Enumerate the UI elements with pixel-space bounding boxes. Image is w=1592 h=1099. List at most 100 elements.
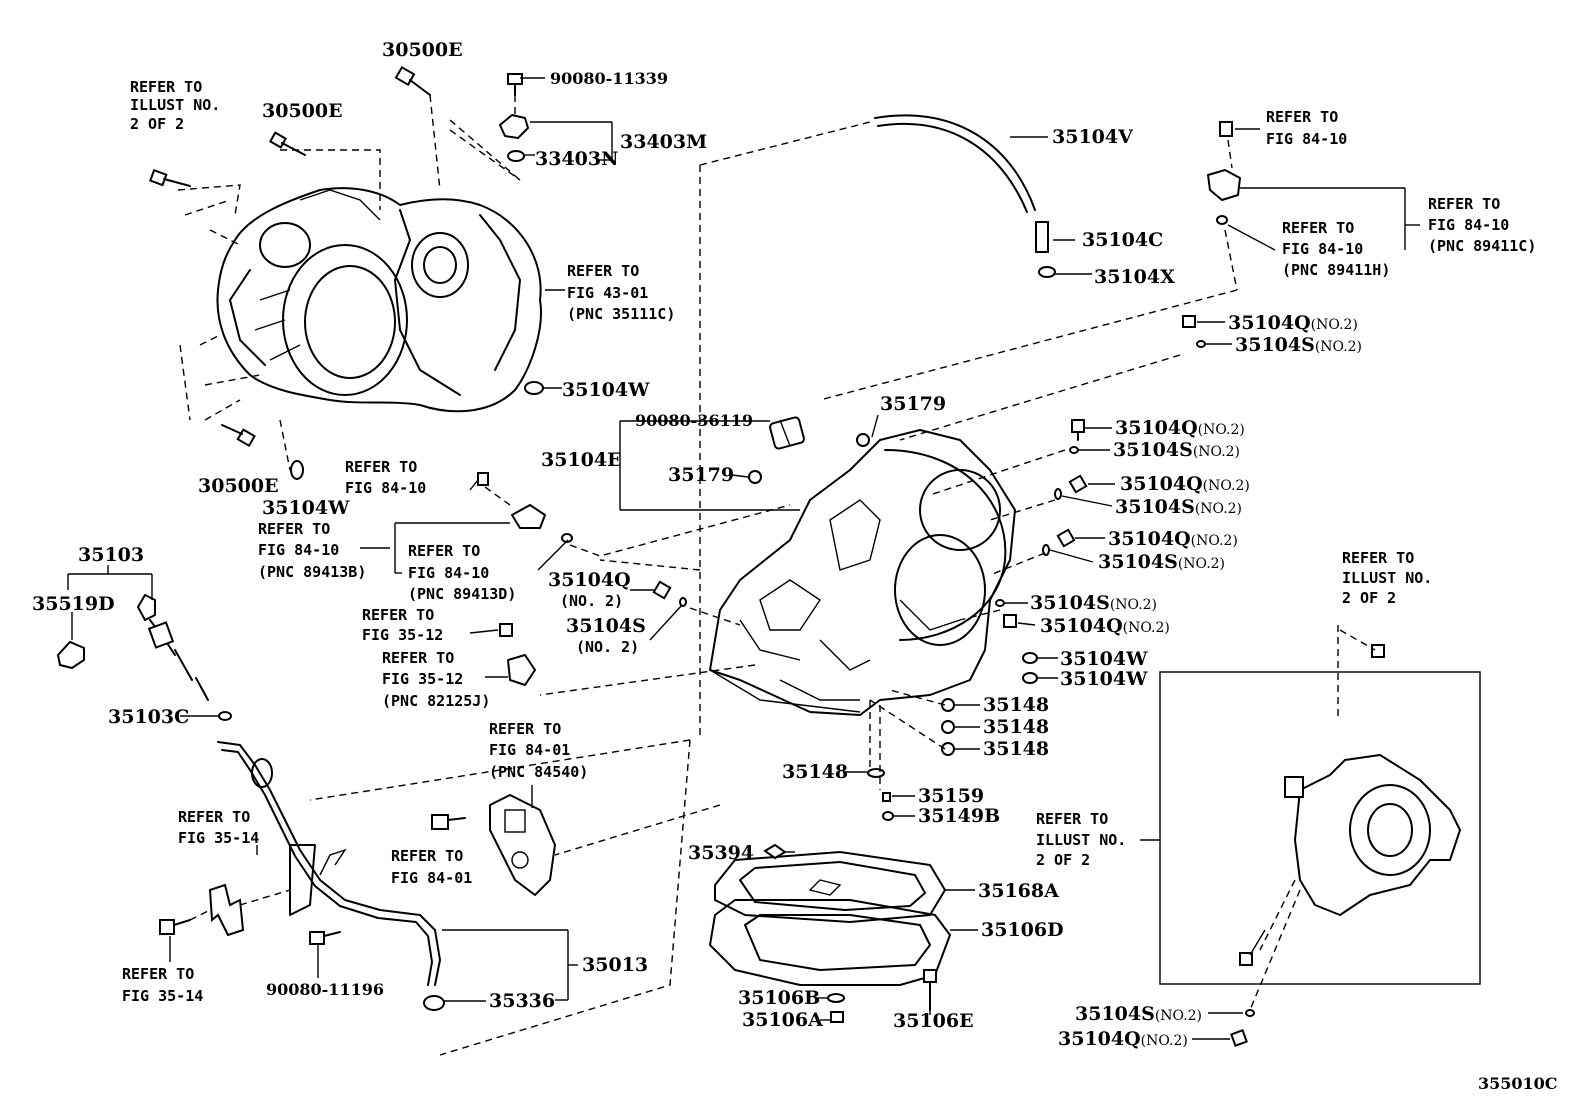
plug-35104W-b [290, 460, 304, 480]
label-ref8410-b3: (PNC 89411H) [1282, 261, 1390, 279]
label-35336: 35336 [489, 990, 555, 1012]
label-35104S-3: 35104S(NO.2) [1115, 496, 1242, 518]
label-ref8401-b2: FIG 84-01 [391, 869, 472, 887]
label-ref8410-f1: REFER TO [408, 542, 480, 560]
label-35013: 35013 [582, 954, 648, 976]
case-guide-lines-right [689, 354, 1181, 626]
label-30500E-left: 30500E [262, 100, 343, 122]
routing-dashed-lines [309, 121, 871, 1056]
label-ref8410-c2: FIG 84-10 [1428, 216, 1509, 234]
gasket-35148-d [867, 768, 885, 778]
plug-35179-b [748, 470, 762, 484]
label-35106D: 35106D [981, 919, 1064, 941]
label-ref8410-d2: FIG 84-10 [345, 479, 426, 497]
housing-guide-lines [177, 94, 521, 471]
gasket-35148-a [941, 698, 955, 712]
label-35148-b: 35148 [983, 716, 1049, 738]
bolt-30500E-left [268, 131, 306, 156]
label-35104Q-2: 35104Q(NO.2) [1115, 417, 1245, 439]
breather-hose-35104V [874, 114, 1056, 278]
bolt-35104Q-3 [1054, 474, 1088, 500]
label-35104Q-6: 35104Q [548, 569, 631, 591]
oil-cooler-pipe-35013 [217, 741, 445, 1011]
label-35104S-6: 35104S [566, 615, 646, 637]
label-30500E-bottom: 30500E [198, 475, 279, 497]
label-ref8401-a1: REFER TO [489, 720, 561, 738]
label-35104W-a: 35104W [562, 379, 650, 401]
label-35394: 35394 [688, 842, 754, 864]
label-refer-43-c: (PNC 35111C) [567, 305, 675, 323]
label-35148-c: 35148 [983, 738, 1049, 760]
label-35104Q-5: 35104Q(NO.2) [1040, 615, 1170, 637]
plug-35104W-d [1022, 672, 1038, 684]
label-35148-a: 35148 [983, 694, 1049, 716]
label-ref8410-e1: REFER TO [258, 520, 330, 538]
label-35103C: 35103C [108, 706, 189, 728]
bolt-90080-11196 [309, 931, 341, 945]
label-ref8410-a2: FIG 84-10 [1266, 130, 1347, 148]
reference-box-illust-2 [1159, 625, 1481, 1011]
bolt-35104Q-2 [1069, 419, 1085, 454]
label-35104S-1: 35104S(NO.2) [1235, 334, 1362, 356]
label-ref8410-f3: (PNC 89413D) [408, 585, 516, 603]
sensor-fig-84-10-right [819, 121, 1241, 401]
solenoid-fig-84-10-left [477, 472, 791, 557]
drain-plug-35106E [923, 969, 937, 1011]
label-ref8410-e2: FIG 84-10 [258, 541, 339, 559]
label-ref3514-a2: FIG 35-14 [178, 829, 259, 847]
label-ref8410-b2: FIG 84-10 [1282, 240, 1363, 258]
label-refillust3-c: 2 OF 2 [1036, 851, 1090, 869]
label-35104Q-6-no: (NO. 2) [560, 592, 623, 610]
drawing-code: 355010C [1478, 1074, 1558, 1093]
label-35149B: 35149B [918, 805, 1000, 827]
plug-35106A [830, 1011, 844, 1023]
bolt-35104Q-5 [995, 599, 1017, 628]
label-35104S-6-no: (NO. 2) [576, 638, 639, 656]
plug-35104W-c [1022, 652, 1038, 664]
plug-35159 [882, 792, 891, 802]
gasket-35149B [882, 811, 894, 821]
label-ref8410-c1: REFER TO [1428, 195, 1500, 213]
transaxle-case [709, 429, 1016, 716]
label-ref3512-b1: REFER TO [382, 649, 454, 667]
label-ref8401-a3: (PNC 84540) [489, 763, 588, 781]
bolt-35104Q-4 [1042, 528, 1076, 556]
label-ref3514-a1: REFER TO [178, 808, 250, 826]
clamp-fig-35-14 [159, 883, 291, 937]
bolt-35104Q-bottom [1230, 1009, 1255, 1047]
label-30500E-top: 30500E [382, 39, 463, 61]
transmission-housing [216, 187, 542, 413]
label-refer-illust-1b: ILLUST NO. [130, 96, 220, 114]
bolt-35104Q-1 [1182, 315, 1206, 348]
label-90080-11196: 90080-11196 [266, 980, 384, 999]
part-labels: 30500E 90080-11339 33403M 33403N 30500E … [32, 39, 1558, 1093]
speed-sensor-33403M [449, 73, 529, 181]
sensor-fig-35-12 [499, 623, 536, 686]
label-33403N: 33403N [535, 148, 618, 170]
label-ref8410-c3: (PNC 89411C) [1428, 237, 1536, 255]
gasket-35148-c [941, 742, 955, 756]
label-90080-11339: 90080-11339 [550, 69, 668, 88]
bolt-30500E-top [394, 65, 431, 96]
gasket-35148-b [941, 720, 955, 734]
oil-pan-35106D [709, 899, 951, 986]
label-ref8401-b1: REFER TO [391, 847, 463, 865]
label-ref8410-f2: FIG 84-10 [408, 564, 489, 582]
label-refillust2-c: 2 OF 2 [1342, 589, 1396, 607]
label-refillust2-b: ILLUST NO. [1342, 569, 1432, 587]
label-refillust2-a: REFER TO [1342, 549, 1414, 567]
plug-35179-a [856, 433, 870, 447]
label-35106E: 35106E [893, 1010, 974, 1032]
plug-35104W-a [524, 381, 544, 395]
label-refer-illust-1a: REFER TO [130, 78, 202, 96]
label-35104V: 35104V [1052, 126, 1134, 148]
label-refer-illust-1c: 2 OF 2 [130, 115, 184, 133]
position-switch-84540 [431, 794, 556, 896]
label-35104E: 35104E [541, 449, 622, 471]
label-35104Q-3: 35104Q(NO.2) [1120, 473, 1250, 495]
gasket-guide-lines [869, 689, 946, 790]
label-refer-43-b: FIG 43-01 [567, 284, 648, 302]
label-35106A: 35106A [742, 1009, 823, 1031]
label-35179-a: 35179 [880, 393, 946, 415]
